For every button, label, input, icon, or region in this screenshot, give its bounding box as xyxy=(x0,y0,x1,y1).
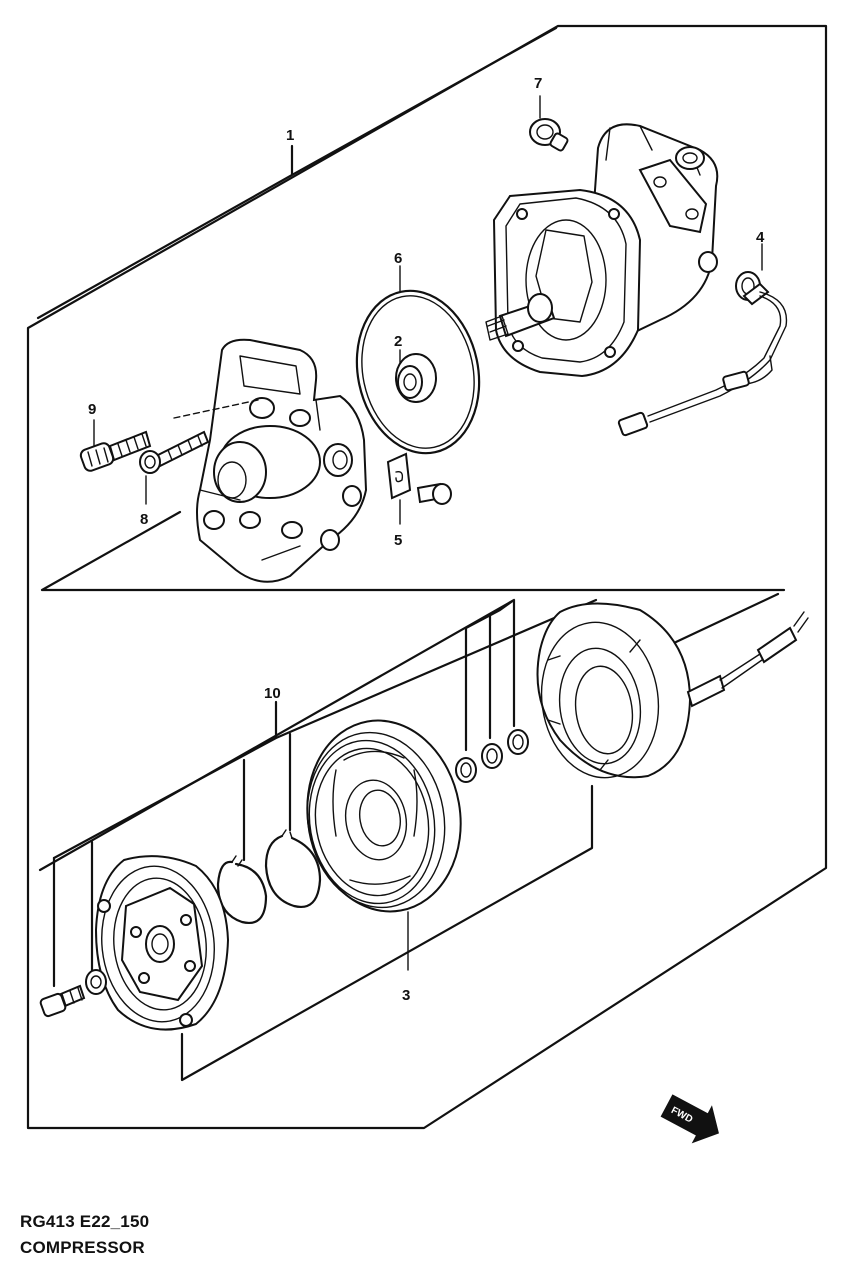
fwd-arrow: FWD xyxy=(660,1094,719,1144)
shims xyxy=(455,729,529,783)
callout-10: 10 xyxy=(264,685,281,702)
diagram-title: COMPRESSOR xyxy=(20,1238,145,1257)
callout-9: 9 xyxy=(88,401,96,418)
callout-4: 4 xyxy=(756,229,765,246)
group-divider xyxy=(40,510,786,592)
leader-shims xyxy=(38,598,516,872)
front-head xyxy=(173,338,368,583)
part-9-bolt xyxy=(79,419,152,472)
leader-1 xyxy=(36,26,558,320)
part-4-pressure-switch xyxy=(617,243,788,437)
snap-rings xyxy=(216,829,322,925)
callout-6: 6 xyxy=(394,250,402,267)
callout-3: 3 xyxy=(402,987,410,1004)
callout-2: 2 xyxy=(394,333,402,350)
callout-7: 7 xyxy=(534,75,542,92)
part-2-shaft-seal xyxy=(395,349,437,403)
leader-10 xyxy=(52,598,598,860)
callout-8: 8 xyxy=(140,511,148,528)
armature-bolt xyxy=(39,969,107,1018)
part-5-clip xyxy=(386,452,452,525)
callout-1: 1 xyxy=(286,127,294,144)
field-coil xyxy=(536,602,809,779)
part-6-gasket xyxy=(355,265,481,455)
assembly-frame xyxy=(26,24,828,1130)
compressor-body xyxy=(485,123,719,378)
part-7-fitting xyxy=(529,95,569,152)
leader-lower-box xyxy=(52,732,594,1082)
callout-5: 5 xyxy=(394,532,402,549)
part-3-pulley xyxy=(306,719,462,971)
leader-coil-wire xyxy=(674,592,780,644)
diagram-code: RG413 E22_150 xyxy=(20,1212,150,1231)
part-8-bolt xyxy=(139,430,210,505)
armature-plate xyxy=(94,855,230,1031)
